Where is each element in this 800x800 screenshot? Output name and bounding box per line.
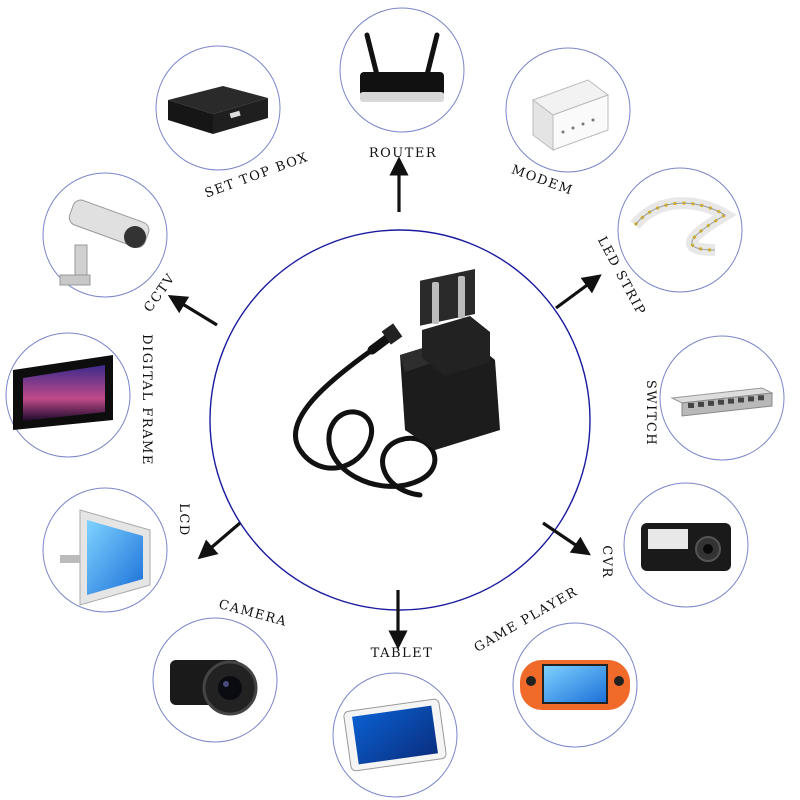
cctv-camera-icon <box>59 199 150 286</box>
arrow-to-cctv <box>167 295 218 327</box>
network-switch-icon <box>670 387 774 417</box>
device-node-modem <box>505 47 631 173</box>
monitor-icon <box>60 509 151 606</box>
dashcam-icon <box>641 523 731 571</box>
set-top-box-icon <box>168 86 268 134</box>
tablet-icon <box>343 698 447 772</box>
device-node-set-top-box <box>155 45 281 171</box>
modem-icon <box>531 79 610 151</box>
router-icon <box>360 32 444 102</box>
device-circle <box>617 167 743 293</box>
device-label-switch: SWITCH <box>643 380 658 446</box>
device-circle <box>339 7 465 133</box>
device-node-digital-frame <box>5 332 131 458</box>
arrow-to-lcd <box>197 521 242 560</box>
device-node-tablet <box>332 672 458 798</box>
device-label-cvr: CVR <box>599 545 614 579</box>
device-label-digital-frame: DIGITAL FRAME <box>139 334 154 466</box>
arrow-to-led-strip <box>555 274 602 310</box>
handheld-console-icon <box>520 660 630 710</box>
device-node-lcd <box>42 487 168 613</box>
photo-frame-icon <box>13 355 113 430</box>
device-node-switch <box>659 335 785 461</box>
device-node-router <box>339 7 465 133</box>
led-strip-icon <box>630 197 737 256</box>
arrow-to-cvr <box>542 521 591 556</box>
arrows-layer <box>167 156 602 650</box>
camera-icon <box>170 660 258 716</box>
device-node-cctv <box>42 172 168 298</box>
device-node-led-strip <box>617 167 743 293</box>
power-adapter-icon <box>292 269 500 498</box>
device-node-cvr <box>623 482 749 608</box>
device-label-lcd: LCD <box>176 503 191 537</box>
devices-layer <box>5 7 785 798</box>
device-node-camera <box>152 617 278 743</box>
device-label-router: ROUTER <box>369 146 437 161</box>
device-node-game-player <box>512 622 638 748</box>
device-label-tablet: TABLET <box>371 646 434 661</box>
hub-circle <box>209 229 591 611</box>
